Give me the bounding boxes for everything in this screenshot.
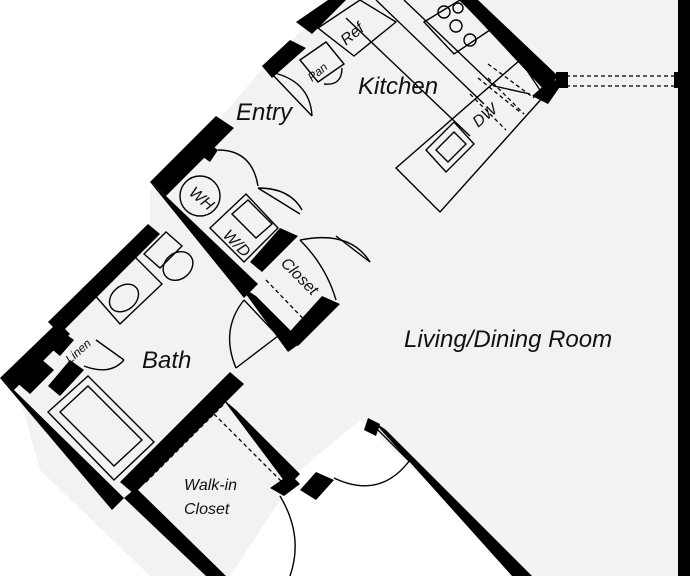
vanity-icon	[91, 253, 164, 326]
entry-door-icon	[269, 71, 313, 117]
kitchen-counters	[345, 0, 545, 214]
stove-icon	[422, 0, 492, 55]
entry-label: Entry	[236, 99, 294, 126]
walkin-closet-label-line2: Closet	[184, 501, 230, 518]
walkin-shelving	[141, 403, 291, 569]
walkin-door-icon	[279, 495, 296, 576]
fridge-icon	[316, 0, 398, 57]
water-heater-icon	[179, 175, 221, 217]
living-dining-label: Living/Dining Room	[404, 326, 612, 353]
front-door-icon	[333, 427, 411, 487]
closet-door-icon	[265, 235, 371, 331]
pantry-icon	[298, 41, 346, 85]
bath-label: Bath	[142, 347, 191, 374]
toilet-icon	[142, 231, 194, 282]
utility-door-icon	[217, 149, 303, 215]
washer-dryer-icon	[208, 193, 279, 263]
walkin-closet-label-line1: Walk-in	[184, 477, 237, 494]
kitchen-label: Kitchen	[358, 73, 438, 100]
window-line	[556, 72, 686, 88]
bathtub-icon	[46, 375, 156, 481]
linen-door-icon	[83, 339, 125, 371]
bath-door-icon	[228, 299, 279, 369]
